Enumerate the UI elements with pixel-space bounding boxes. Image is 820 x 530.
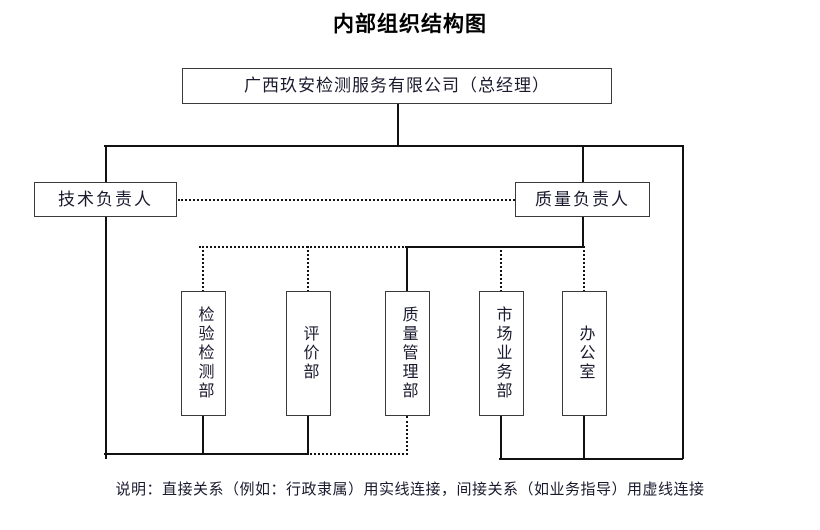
connector-bus-to-dept-5: [583, 246, 585, 292]
connector-bus-to-quality: [582, 145, 584, 183]
connector-dept-bus-dotted: [199, 246, 407, 248]
connector-dept-1-down: [202, 416, 204, 455]
connector-bus-to-technical: [105, 145, 107, 183]
node-department-office-label: 办公室: [576, 325, 594, 382]
connector-right-spine: [682, 145, 684, 459]
node-department-quality-management-label: 质量管理部: [399, 306, 417, 401]
connector-technical-quality-dotted: [178, 199, 515, 201]
connector-dept-bus-solid: [405, 246, 583, 248]
connector-dept-5-down: [583, 416, 585, 459]
legend-note: 说明：直接关系（例如：行政隶属）用实线连接，间接关系（如业务指导）用虚线连接: [115, 482, 705, 498]
node-quality-director[interactable]: 质量负责人: [515, 182, 650, 217]
node-technical-director[interactable]: 技术负责人: [34, 182, 177, 217]
node-general-manager[interactable]: 广西玖安检测服务有限公司（总经理）: [182, 68, 612, 104]
connector-level1-bus: [104, 145, 684, 147]
node-department-office[interactable]: 办公室: [562, 291, 607, 416]
page-title: 内部组织结构图: [333, 13, 487, 36]
connector-bottom-left-bus: [104, 453, 309, 455]
node-technical-director-label: 技术负责人: [58, 189, 153, 209]
connector-bus-to-dept-1: [202, 246, 204, 292]
connector-quality-down: [582, 217, 584, 247]
connector-bus-to-dept-3: [406, 246, 408, 292]
connector-bus-to-dept-4: [500, 246, 502, 292]
node-department-evaluation[interactable]: 评价部: [286, 291, 331, 416]
node-department-market-business[interactable]: 市场业务部: [479, 291, 524, 416]
node-department-quality-management[interactable]: 质量管理部: [385, 291, 430, 416]
connector-dept-2-down: [307, 416, 309, 455]
node-department-market-business-label: 市场业务部: [493, 306, 511, 401]
connector-technical-down-spine: [105, 217, 107, 459]
connector-gm-to-bus: [397, 104, 399, 145]
connector-dept-3-down: [406, 416, 408, 455]
connector-bus-to-dept-2: [307, 246, 309, 292]
node-quality-director-label: 质量负责人: [535, 189, 630, 209]
node-department-inspection[interactable]: 检验检测部: [181, 291, 226, 416]
connector-bottom-dotted-bus: [307, 453, 408, 455]
connector-dept-4-down: [500, 416, 502, 459]
node-general-manager-label: 广西玖安检测服务有限公司（总经理）: [244, 76, 550, 96]
node-department-inspection-label: 检验检测部: [195, 306, 213, 401]
node-department-evaluation-label: 评价部: [300, 325, 318, 382]
connector-bottom-right-bus: [499, 458, 683, 460]
